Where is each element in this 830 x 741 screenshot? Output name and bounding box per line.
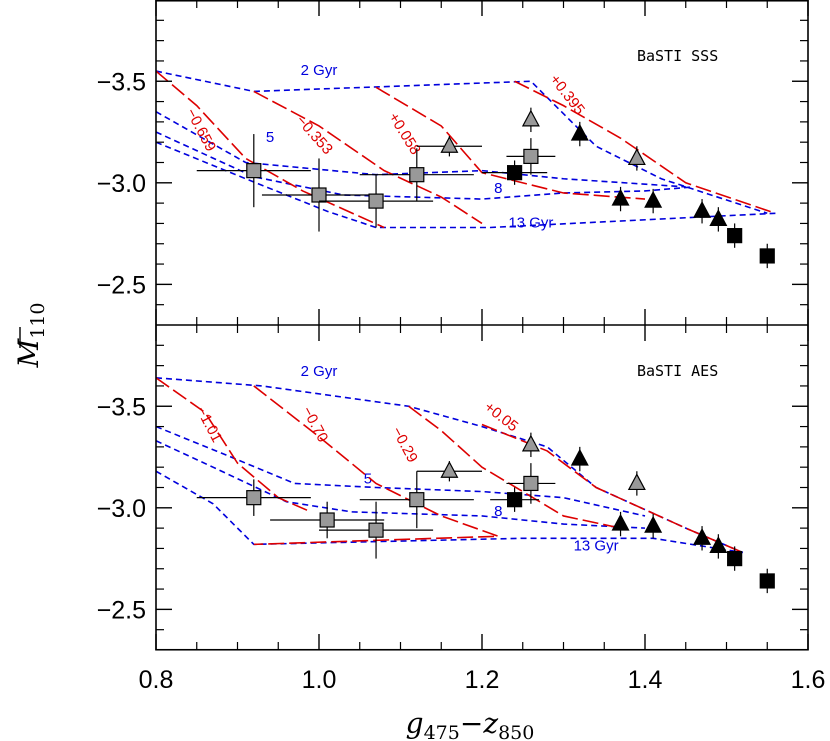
age-track-line xyxy=(155,141,776,229)
x-tick-label: 1.2 xyxy=(465,666,500,694)
triangle-data-point xyxy=(693,199,712,224)
square-data-point xyxy=(727,546,743,571)
x-tick-label: 1.6 xyxy=(791,666,826,694)
age-track-line xyxy=(155,440,646,529)
triangle-data-point xyxy=(416,135,482,157)
metallicity-track-line xyxy=(481,423,744,554)
square-data-point xyxy=(506,138,556,175)
square-data-point xyxy=(359,148,474,202)
square-data-point xyxy=(727,223,743,248)
square-data-point xyxy=(196,479,311,516)
metallicity-track-label: +0.058 xyxy=(385,110,424,158)
x-tick-label: 0.8 xyxy=(139,666,174,694)
panel-bottom: 2 Gyr 5 8 13 Gyr −1.01 −0.70 −0.29 +0.05 BaSTI A… xyxy=(97,325,809,650)
square-data-point xyxy=(506,463,556,504)
age-track-line xyxy=(155,131,694,200)
square-data-point xyxy=(359,471,474,529)
age-track-label: 5 xyxy=(364,470,372,487)
age-track-line xyxy=(155,70,768,215)
square-data-point xyxy=(319,174,434,228)
age-track-line xyxy=(155,111,686,188)
age-track-label: 8 xyxy=(494,503,502,520)
y-axis-title: M110 xyxy=(12,303,49,369)
x-axis-title: g475−z850 xyxy=(406,707,535,741)
y-tick-label: −3.5 xyxy=(97,393,146,421)
metallicity-track-label: +0.395 xyxy=(546,71,588,118)
triangle-data-point xyxy=(521,107,540,133)
x-axis-tick-labels: 0.8 1.0 1.2 1.4 1.6 xyxy=(139,666,826,694)
x-tick-label: 1.0 xyxy=(302,666,337,694)
metallicity-track-line xyxy=(408,405,621,529)
y-tick-label: −3.0 xyxy=(97,170,146,198)
square-data-point xyxy=(261,158,377,232)
square-data-point xyxy=(759,243,775,269)
square-data-point xyxy=(482,160,548,185)
age-track-label: 5 xyxy=(266,129,274,146)
metallicity-track-line xyxy=(514,80,776,215)
metallicity-track-line xyxy=(155,377,312,513)
age-track-label: 2 Gyr xyxy=(301,363,338,380)
triangle-data-point xyxy=(570,446,589,472)
triangle-data-point xyxy=(611,511,630,537)
square-data-point xyxy=(490,487,540,512)
triangle-data-point xyxy=(627,146,646,171)
triangle-data-point xyxy=(644,513,663,539)
triangle-data-point xyxy=(611,186,630,212)
y-tick-label: −2.5 xyxy=(97,596,146,624)
metallicity-track-label: −1.01 xyxy=(192,404,225,446)
triangle-data-point xyxy=(570,121,589,147)
metallicity-track-line xyxy=(155,70,385,229)
panel-label: BaSTI AES xyxy=(637,362,718,380)
square-data-point xyxy=(270,501,385,539)
y-tick-label: −2.5 xyxy=(97,271,146,299)
square-data-point xyxy=(196,134,311,208)
triangle-data-point xyxy=(644,188,663,214)
triangle-data-point xyxy=(416,460,482,482)
age-track-label: 2 Gyr xyxy=(301,62,338,79)
metallicity-track-label: +0.05 xyxy=(481,399,521,436)
age-track-line xyxy=(155,470,743,554)
triangle-data-point xyxy=(709,534,728,559)
panel-label: BaSTI SSS xyxy=(637,47,718,65)
age-track-label: 13 Gyr xyxy=(508,215,553,232)
age-track-label: 8 xyxy=(494,180,502,197)
axes-frame xyxy=(155,0,809,651)
triangle-data-point xyxy=(693,526,712,551)
triangle-data-point xyxy=(709,207,728,232)
metallicity-track-line xyxy=(253,90,483,225)
square-data-point xyxy=(759,568,775,594)
y-tick-label: −3.5 xyxy=(97,68,146,96)
triangle-data-point xyxy=(627,471,646,496)
y-tick-label: −3.0 xyxy=(97,495,146,523)
metallicity-track-label: −0.70 xyxy=(298,404,331,446)
square-data-point xyxy=(319,501,434,559)
metallicity-track-label: −0.29 xyxy=(388,424,421,466)
age-track-label: 13 Gyr xyxy=(574,537,619,554)
x-tick-label: 1.4 xyxy=(628,666,663,694)
triangle-data-point xyxy=(521,432,540,458)
age-track-line xyxy=(155,425,646,517)
metallicity-track-label: −0.353 xyxy=(292,112,336,158)
